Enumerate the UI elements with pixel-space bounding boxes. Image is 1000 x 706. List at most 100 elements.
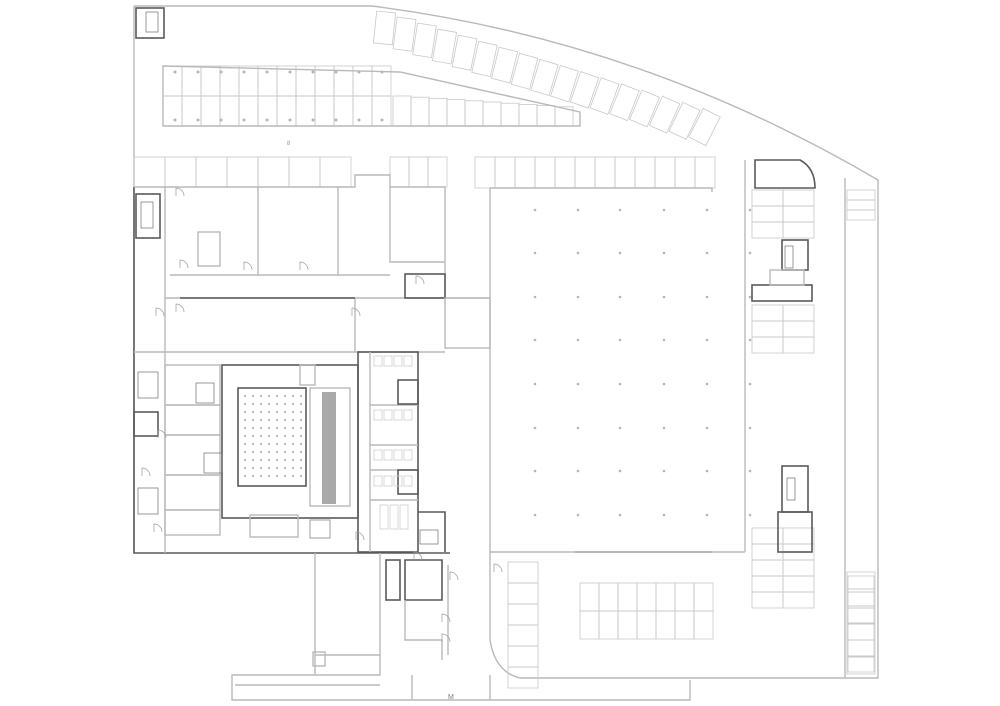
column	[533, 208, 537, 212]
south-annex	[231, 553, 691, 701]
column	[662, 382, 666, 386]
east-stalls	[751, 189, 876, 675]
parking-stall	[693, 610, 714, 640]
column	[533, 338, 537, 342]
parking-stall	[674, 156, 696, 189]
parking-stall	[636, 582, 657, 612]
seat-dot	[244, 435, 246, 437]
column	[662, 426, 666, 430]
parking-stall	[751, 205, 784, 223]
seat-dot	[260, 395, 262, 397]
seat-dot	[276, 395, 278, 397]
hall-columns	[533, 208, 752, 517]
seat-dot	[252, 443, 254, 445]
parking-island	[162, 65, 581, 127]
door-swing	[175, 187, 185, 197]
seat-dot	[252, 451, 254, 453]
seat-dot	[284, 411, 286, 413]
column	[705, 208, 709, 212]
parking-stall	[319, 156, 352, 188]
toilet-fixture	[373, 355, 383, 367]
parking-stall	[598, 582, 619, 612]
parking-stall	[847, 639, 875, 657]
toilet-fixture	[403, 409, 413, 421]
seat-dot	[284, 443, 286, 445]
toilet-fixture	[403, 475, 413, 487]
parking-stall	[782, 336, 815, 354]
parking-stall	[226, 156, 259, 188]
column	[618, 338, 622, 342]
door-swing	[449, 571, 459, 581]
toilet-fixtures	[373, 355, 413, 530]
parking-stall	[314, 95, 335, 127]
door-swing	[179, 259, 189, 269]
column	[705, 338, 709, 342]
column	[533, 295, 537, 299]
parking-stall	[500, 102, 520, 127]
seat-dot	[260, 467, 262, 469]
column	[748, 295, 752, 299]
seat-dot	[284, 419, 286, 421]
seat-dot	[268, 435, 270, 437]
parking-stall	[751, 591, 784, 609]
stair-core-se	[777, 465, 813, 553]
parking-stall	[655, 582, 676, 612]
parking-stall	[257, 65, 278, 97]
parking-stall	[846, 588, 876, 607]
parking-stall	[846, 605, 876, 624]
toilet-fixture	[393, 409, 403, 421]
parking-stall	[636, 610, 657, 640]
seat-dot	[292, 435, 294, 437]
hall-seating-dots	[244, 395, 302, 477]
seat-dot	[300, 475, 302, 477]
seat-dot	[284, 451, 286, 453]
column	[705, 295, 709, 299]
parking-stall	[200, 95, 221, 127]
parking-stall	[195, 156, 228, 188]
seat-dot	[276, 411, 278, 413]
parking-stall	[392, 95, 412, 127]
parking-stall	[389, 156, 410, 188]
parking-stall	[507, 603, 539, 626]
parking-stall	[847, 575, 875, 593]
seat-dot	[252, 435, 254, 437]
site-boundary	[133, 5, 879, 679]
north-parking-lower	[392, 95, 574, 127]
seat-dot	[292, 443, 294, 445]
parking-stall	[594, 156, 616, 189]
seat-dot	[252, 403, 254, 405]
column	[576, 338, 580, 342]
seat-dot	[300, 427, 302, 429]
seat-dot	[244, 427, 246, 429]
toilet-fixture	[373, 409, 383, 421]
toilet-fixture	[379, 504, 389, 530]
column	[576, 426, 580, 430]
seat-dot	[252, 395, 254, 397]
seat-dot	[292, 411, 294, 413]
seat-dot	[260, 443, 262, 445]
column	[288, 118, 292, 122]
column	[576, 382, 580, 386]
column	[662, 208, 666, 212]
parking-stall	[446, 99, 466, 127]
seat-dot	[292, 451, 294, 453]
column	[748, 208, 752, 212]
door-swings	[141, 187, 503, 643]
seat-dot	[268, 411, 270, 413]
column	[219, 118, 223, 122]
seat-dot	[292, 467, 294, 469]
parking-stall	[751, 336, 784, 354]
column	[662, 251, 666, 255]
parking-stall	[295, 95, 316, 127]
parking-stall	[428, 98, 448, 127]
parking-stall	[474, 156, 496, 189]
seat-dot	[300, 467, 302, 469]
column	[705, 382, 709, 386]
seat-dot	[284, 459, 286, 461]
seat-dot	[284, 435, 286, 437]
seat-dot	[260, 459, 262, 461]
parking-stall	[371, 95, 392, 127]
parking-stall	[238, 65, 259, 97]
column	[705, 426, 709, 430]
seat-dot	[244, 411, 246, 413]
